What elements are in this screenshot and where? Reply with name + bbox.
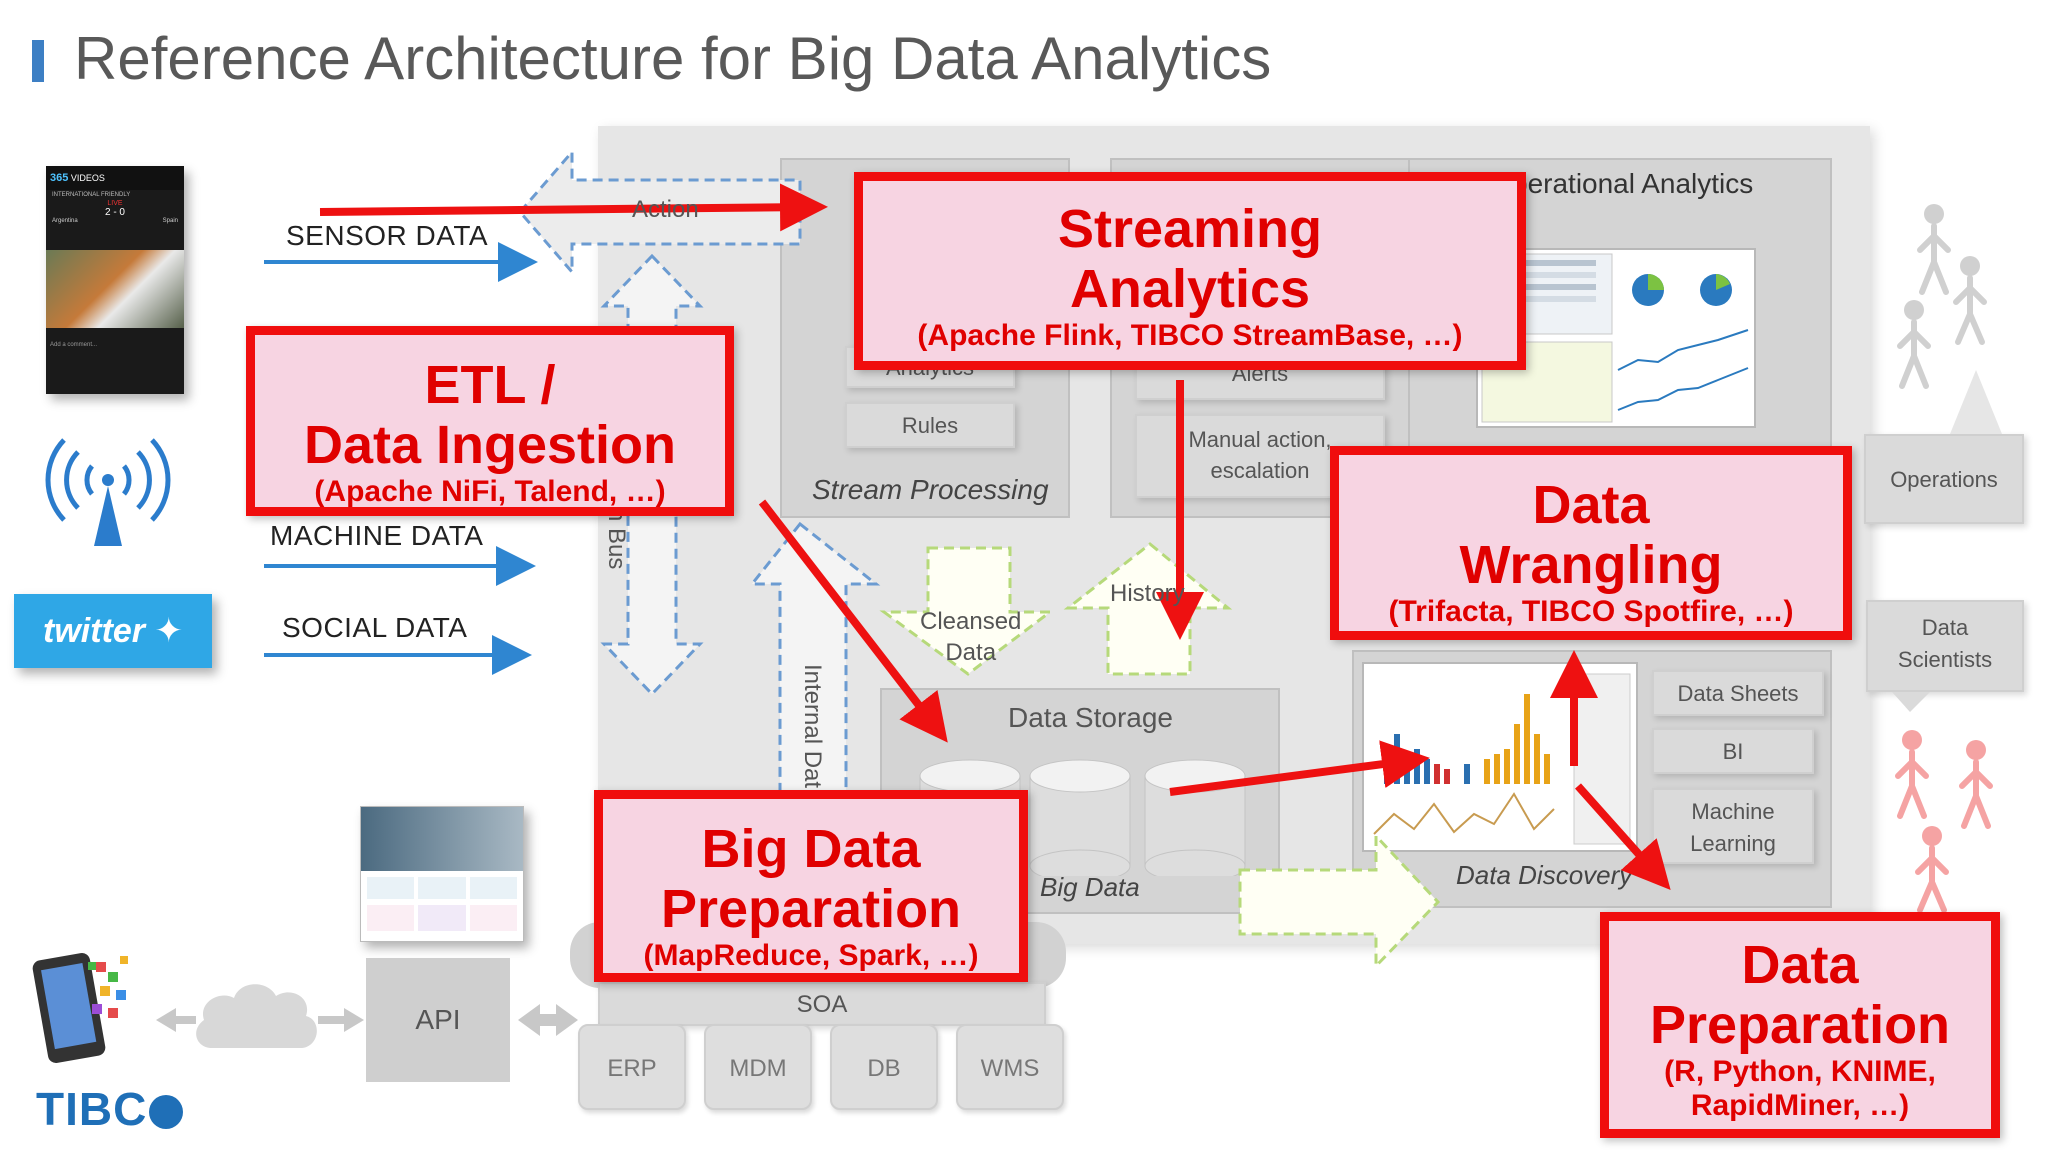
phone-header: 365 VIDEOS: [46, 166, 184, 190]
cylinder-2: [1029, 759, 1131, 876]
soa-bar: SOA: [598, 982, 1046, 1026]
data-sheets-label: Data Sheets: [1677, 681, 1799, 706]
data-wrangling-callout: Data Wrangling (Trifacta, TIBCO Spotfire…: [1330, 446, 1852, 640]
bi-box: BI: [1652, 728, 1814, 774]
system-db: DB: [830, 1024, 938, 1110]
phone-teams: Argentina Spain: [46, 218, 184, 224]
tibco-logo: TIBC: [36, 1082, 184, 1136]
etl-to-streaming-red-arrow: [319, 183, 828, 232]
twitter-bird-icon: ✦: [145, 612, 183, 650]
rules-box: Rules: [845, 402, 1015, 448]
soa-label: SOA: [796, 991, 848, 1018]
operations-pointer: [1950, 370, 2002, 434]
tibco-wordmark: TIBC: [36, 1083, 148, 1135]
phone-team-right: Spain: [162, 218, 178, 224]
portal-tiles: [361, 871, 523, 905]
streaming-analytics-title: Streaming Analytics: [1057, 199, 1323, 319]
rules-label: Rules: [901, 413, 959, 438]
api-label: API: [415, 1004, 461, 1035]
machine-learning-box: Machine Learning: [1652, 788, 1814, 864]
phone-video-image: [46, 250, 184, 328]
discovery-to-preparation-red-arrow: [1575, 783, 1671, 890]
smartphone-apps-icon: [32, 953, 128, 1063]
phone-live: LIVE: [107, 200, 123, 207]
manual-action-label: Manual action, escalation: [1188, 427, 1332, 483]
machine-learning-label: Machine Learning: [1690, 799, 1776, 856]
data-discovery-label: Data Discovery: [1456, 860, 1633, 890]
data-scientists-box: Data Scientists: [1866, 600, 2024, 692]
operations-box: Operations: [1864, 434, 2024, 524]
big-data-preparation-callout: Big Data Preparation (MapReduce, Spark, …: [594, 790, 1028, 982]
etl-ingestion-callout: ETL / Data Ingestion (Apache NiFi, Talen…: [246, 326, 734, 516]
operational-analytics-label: perational Analytics: [1512, 168, 1754, 199]
internal-data-label: Internal Dat: [799, 664, 826, 789]
sensor-data-label: SENSOR DATA: [286, 220, 489, 251]
streaming-analytics-tools: (Apache Flink, TIBCO StreamBase, …): [917, 319, 1463, 352]
data-wrangling-tools: (Trifacta, TIBCO Spotfire, …): [1388, 595, 1794, 628]
storage-to-discovery-arrow: [1238, 832, 1441, 970]
machine-data-label: MACHINE DATA: [270, 520, 484, 551]
bus-label: n Bus: [603, 508, 630, 570]
operations-label: Operations: [1890, 467, 1998, 492]
data-sheets-box: Data Sheets: [1652, 670, 1824, 716]
phone-app-sub: VIDEOS: [70, 173, 105, 183]
erp-label: ERP: [607, 1055, 657, 1082]
etl-to-bigdata-red-arrow: [758, 499, 948, 743]
system-wms: WMS: [956, 1024, 1064, 1110]
data-wrangling-title: Data Wrangling: [1459, 475, 1723, 595]
dashboard-graphic: [1481, 253, 1749, 423]
phone-app-name: 365: [50, 172, 69, 184]
system-mdm: MDM: [704, 1024, 812, 1110]
mdm-label: MDM: [729, 1055, 787, 1082]
phone-screenshot: 365 VIDEOS INTERNATIONAL FRIENDLY LIVE 2…: [46, 166, 184, 394]
cleansed-data-label: Cleansed Data: [920, 608, 1022, 666]
twitter-wordmark: twitter: [43, 612, 146, 650]
portal-banner: [361, 807, 523, 871]
phone-comment: Add a comment...: [50, 342, 98, 348]
portal-tiles-2: [361, 905, 523, 931]
etl-ingestion-tools: (Apache NiFi, Talend, …): [314, 475, 666, 508]
social-data-label: SOCIAL DATA: [282, 612, 468, 643]
streaming-analytics-callout: Streaming Analytics (Apache Flink, TIBCO…: [854, 172, 1526, 370]
storage-to-discovery-red-arrow: [1169, 740, 1430, 796]
history-label: History: [1110, 580, 1185, 607]
data-storage-label: Data Storage: [1008, 702, 1173, 733]
twitter-logo: twitter ✦: [14, 594, 212, 668]
data-preparation-tools: (R, Python, KNIME, RapidMiner, …): [1664, 1055, 1936, 1122]
bi-label: BI: [1722, 739, 1744, 764]
page-title: Reference Architecture for Big Data Anal…: [74, 25, 1272, 92]
wms-label: WMS: [980, 1055, 1040, 1082]
phone-score: 2 - 0: [104, 207, 125, 218]
cleansed-data-arrow: [879, 546, 1055, 676]
stream-processing-label: Stream Processing: [812, 474, 1049, 505]
cloud-left-arrow: [156, 1008, 196, 1032]
big-data-preparation-title: Big Data Preparation: [660, 819, 962, 939]
phone-team-left: Argentina: [52, 218, 78, 224]
phone-match-title: INTERNATIONAL FRIENDLY: [52, 192, 131, 198]
portal-screenshot: [360, 806, 524, 942]
data-scientists-label: Data Scientists: [1897, 615, 1993, 672]
operations-people-icon: [1897, 204, 1987, 389]
api-soa-double-arrow: [518, 1004, 578, 1036]
tibco-globe-icon: [149, 1095, 184, 1129]
dashboard-screenshot: [1476, 248, 1756, 428]
system-erp: ERP: [578, 1024, 686, 1110]
cloud-right-arrow: [318, 1008, 364, 1032]
api-box: API: [366, 958, 510, 1082]
action-label: Action: [632, 196, 699, 223]
history-arrow: [1063, 542, 1233, 676]
db-label: DB: [867, 1055, 901, 1082]
data-scientists-pointer: [1892, 692, 1930, 712]
wireless-tower-icon: [45, 436, 171, 552]
data-preparation-title: Data Preparation: [1649, 935, 1951, 1055]
title-accent-bar: [32, 40, 44, 82]
cloud-icon: [196, 984, 317, 1048]
data-preparation-callout: Data Preparation (R, Python, KNIME, Rapi…: [1600, 912, 2000, 1138]
data-scientists-people-icon: [1895, 730, 1993, 913]
etl-ingestion-title: ETL / Data Ingestion: [303, 355, 677, 475]
big-data-preparation-tools: (MapReduce, Spark, …): [643, 939, 979, 972]
big-data-label: Big Data: [1040, 872, 1140, 902]
